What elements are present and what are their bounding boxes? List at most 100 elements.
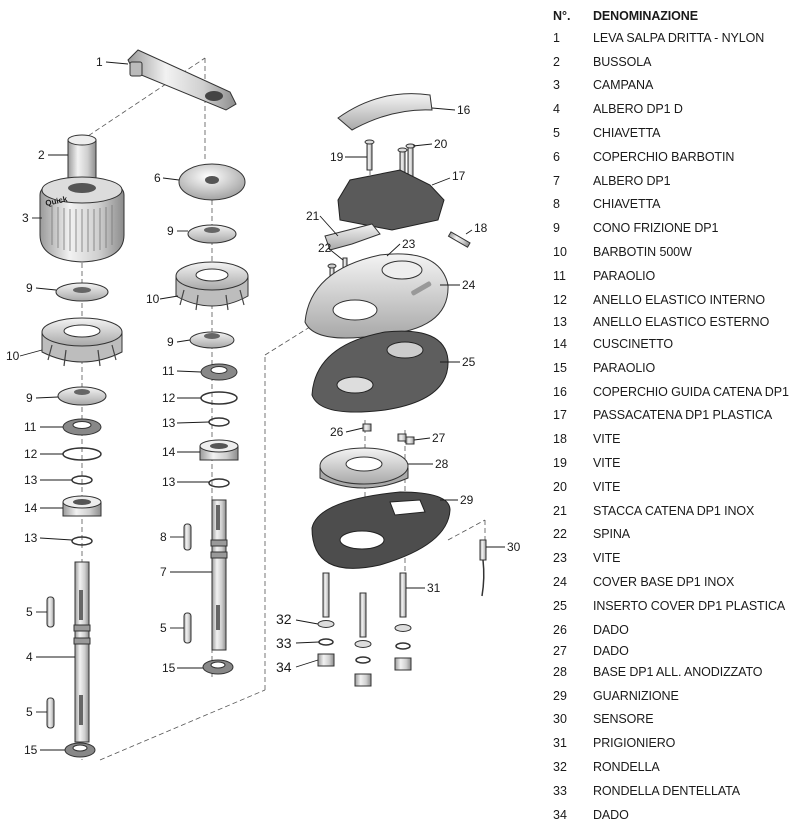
part-number: 4 [553,102,560,117]
callout-label: 15 [162,661,176,675]
part-number: 11 [553,268,566,283]
part-stud [322,572,407,638]
callout-label: 12 [162,391,176,405]
part-number: 29 [553,688,567,703]
part-circlip-external [208,478,230,488]
part-description: CONO FRIZIONE DP1 [593,221,719,236]
callout-label: 10 [146,292,160,306]
part-description: PARAOLIO [593,360,656,375]
part-toothed-washer [318,638,411,664]
part-key [183,612,192,644]
part-description: PARAOLIO [593,268,656,283]
callout-label: 7 [160,565,167,579]
callout-label: 19 [330,150,344,164]
table-row: 19 VITE [553,451,798,475]
part-description: VITE [593,455,621,470]
callout-label: 9 [167,335,174,349]
part-gasket [311,491,451,569]
part-number: 34 [553,807,567,822]
table-row: 4 ALBERO DP1 D [553,97,798,121]
part-sensor [479,539,487,597]
part-number: 14 [553,336,567,351]
part-number: 13 [553,314,567,329]
part-number: 27 [553,643,567,658]
part-bush [67,134,97,181]
part-description: DADO [593,622,629,637]
header-number: N°. [553,9,571,23]
assembly-guide-lines [81,57,486,761]
part-number: 18 [553,432,567,447]
part-description: SPINA [593,527,631,542]
part-description: PASSACATENA DP1 PLASTICA [593,408,773,423]
callout-label: 30 [507,540,521,554]
part-description: GUARNIZIONE [593,688,679,703]
part-washer [317,620,412,648]
part-number: 16 [553,384,567,399]
part-description: SENSORE [593,712,654,727]
part-key [46,697,55,729]
part-description: CAMPANA [593,78,654,93]
part-chain-guide-cover [337,93,433,131]
part-bearing [62,495,102,517]
part-description: INSERTO COVER DP1 PLASTICA [593,598,786,613]
part-nut [317,653,412,687]
part-number: 19 [553,455,567,470]
part-number: 5 [553,126,560,141]
part-description: STACCA CATENA DP1 INOX [593,503,755,518]
table-row: 11 PARAOLIO [553,264,798,288]
callout-label: 13 [162,416,176,430]
callout-label: 20 [434,137,448,151]
part-description: ALBERO DP1 [593,173,671,188]
part-description: VITE [593,432,621,447]
part-circlip-external [71,536,93,546]
part-description: VITE [593,479,621,494]
callout-label: 34 [276,659,292,675]
part-oil-seal [200,363,238,381]
part-gypsy [175,261,249,311]
callout-label: 14 [24,501,38,515]
part-number: 33 [553,783,567,798]
part-description: CHIAVETTA [593,126,661,141]
part-cone [189,331,235,349]
callout-label: 22 [318,241,332,255]
callout-label: 15 [24,743,38,757]
part-description: COVER BASE DP1 INOX [593,574,735,589]
callout-label: 12 [24,447,38,461]
callout-label: 23 [402,237,416,251]
part-cover-insert [311,330,449,413]
part-number: 1 [553,30,560,45]
part-number: 32 [553,760,567,774]
header-description: DENOMINAZIONE [593,9,698,23]
callout-label: 17 [452,169,466,183]
part-description: DADO [593,643,629,658]
part-number: 31 [553,736,567,751]
table-row: 27 DADO [553,641,798,660]
part-description: COPERCHIO BARBOTIN [593,149,735,164]
table-row: 29 GUARNIZIONE [553,684,798,708]
part-number: 23 [553,551,567,566]
part-key [183,523,192,551]
callout-label: 13 [162,475,176,489]
table-row: 18 VITE [553,427,798,451]
callout-label: 4 [26,650,33,664]
part-description: ALBERO DP1 D [593,102,683,117]
part-description: CHIAVETTA [593,197,661,212]
part-circlip-external [208,417,230,427]
callout-label: 8 [160,530,167,544]
part-key [46,596,55,628]
